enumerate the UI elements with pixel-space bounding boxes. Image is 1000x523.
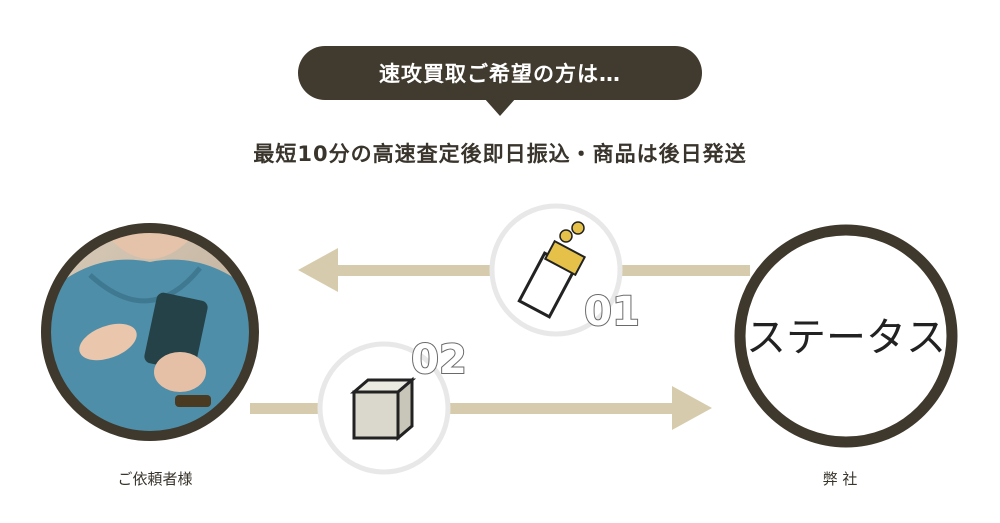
arrow-to-company [250,386,712,430]
money-envelope-icon [517,221,587,319]
headline-badge-text: 速攻買取ご希望の方は… [379,62,621,86]
step-01-bubble: 01 [489,203,641,337]
step-02-number: 02 [411,337,467,383]
headline-badge: 速攻買取ご希望の方は… [298,46,702,100]
package-box-icon [349,376,417,442]
company-label: 弊 社 [822,470,858,488]
company-brand-logo: ステータス [746,315,946,361]
step-01-number: 01 [584,289,640,335]
step-02-bubble: 02 [317,336,468,475]
headline-badge-pointer [484,98,516,116]
company-circle: ステータス [734,224,958,448]
customer-photo [41,223,259,441]
customer-label: ご依頼者様 [117,470,193,488]
subtitle: 最短10分の高速査定後即日振込・商品は後日発送 [253,142,747,166]
